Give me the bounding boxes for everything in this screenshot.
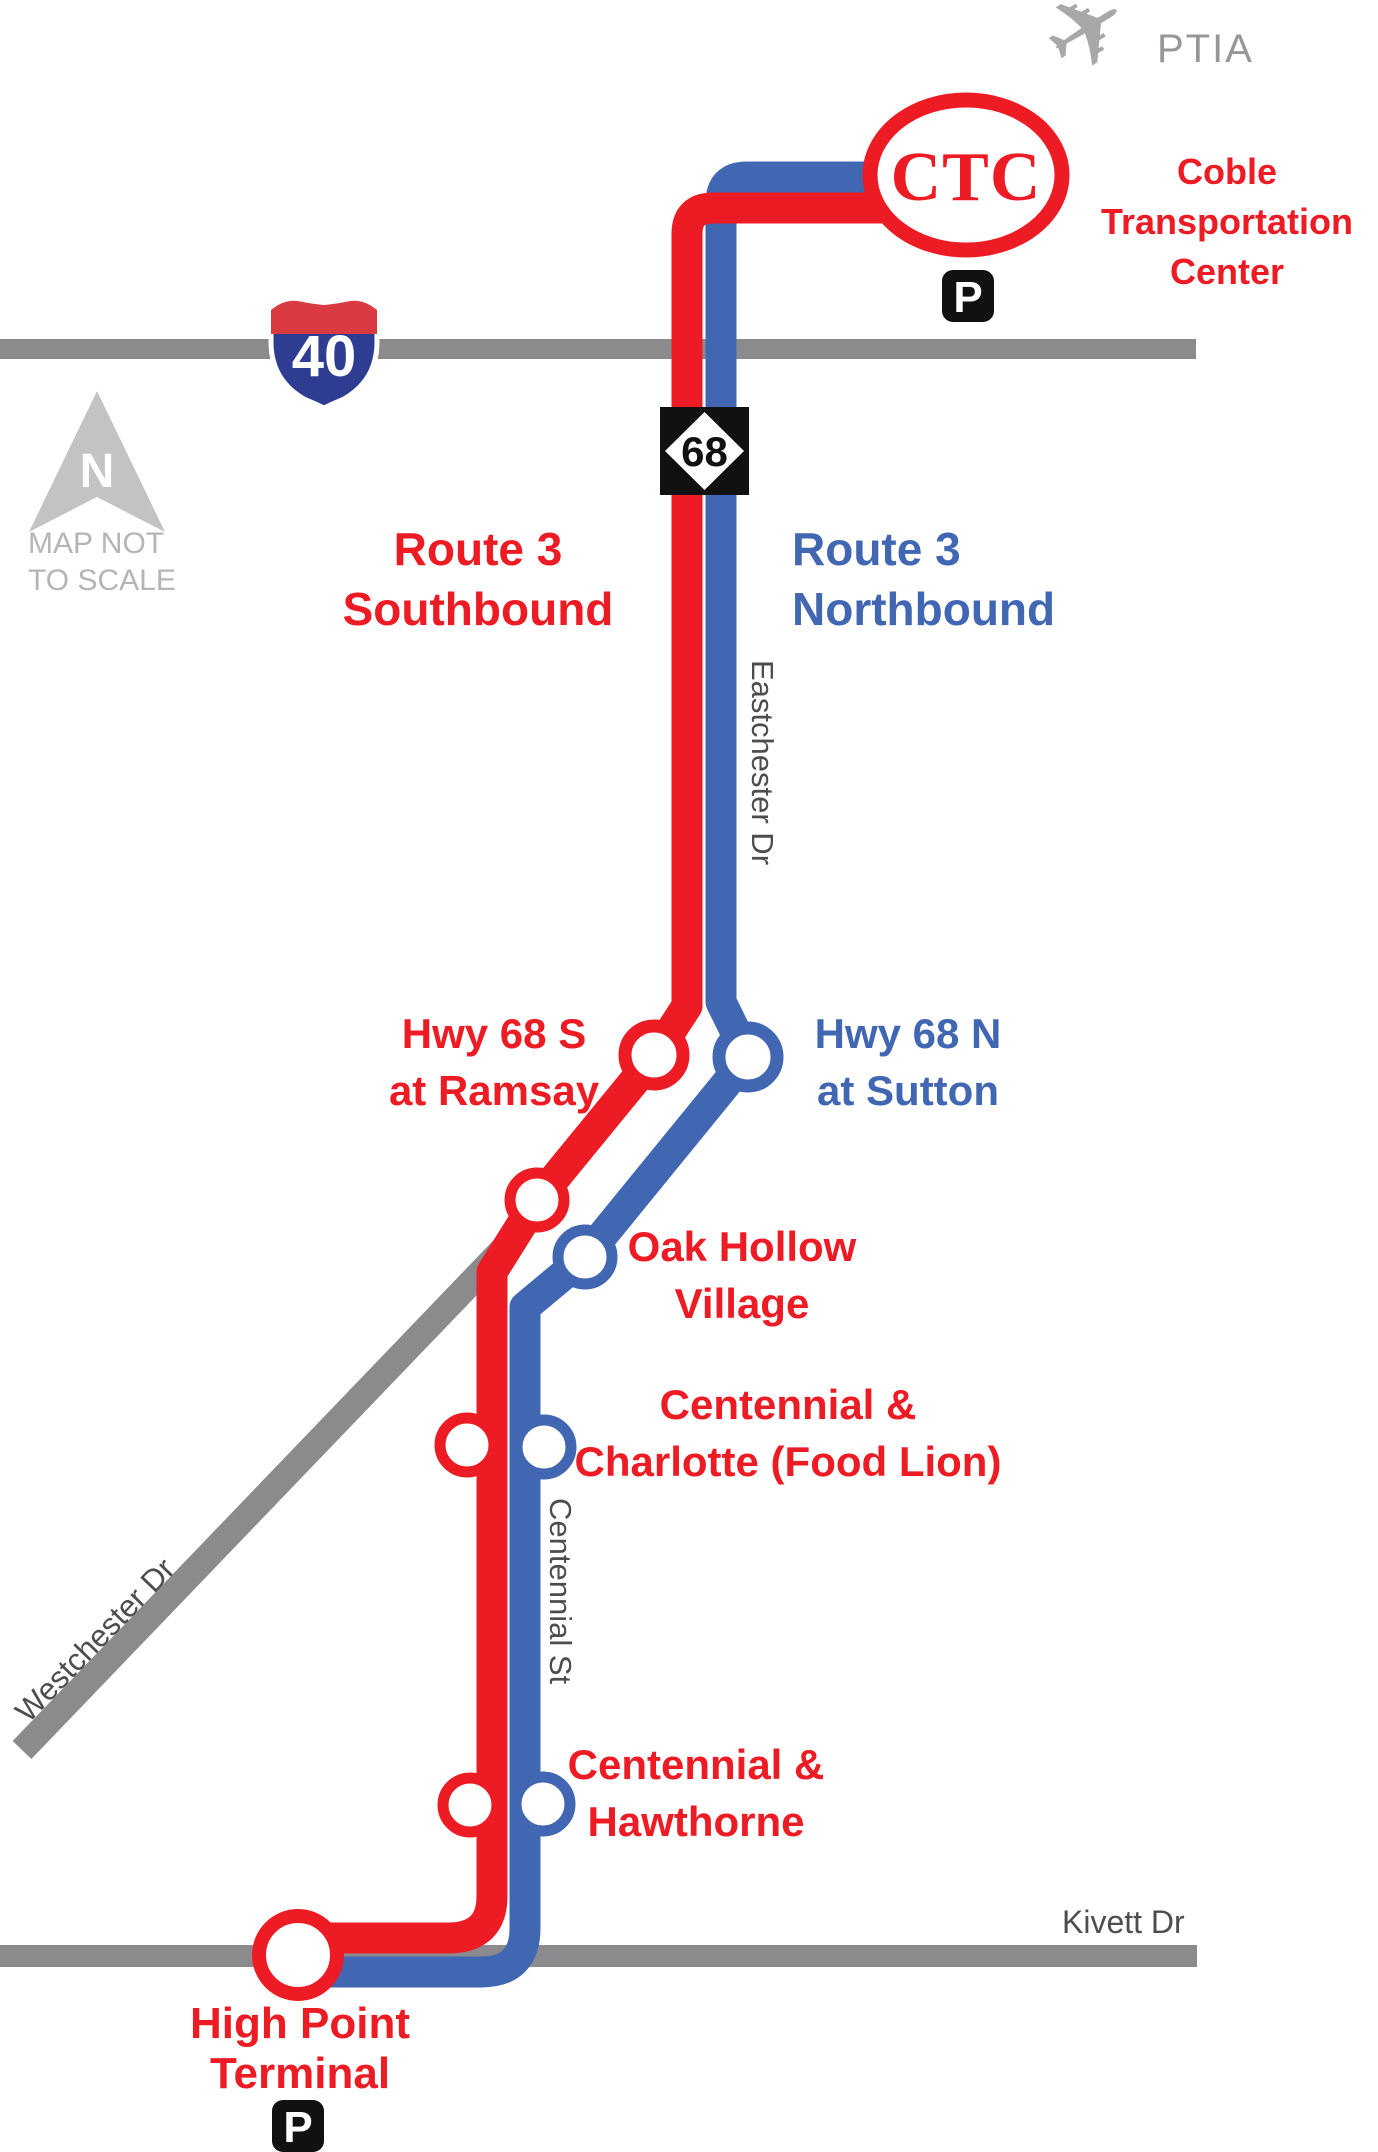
stop-marker-oak-hollow-southbound bbox=[504, 1167, 570, 1233]
route-southbound-line2: Southbound bbox=[342, 583, 614, 635]
stop-label-ctc: Coble Transportation Center bbox=[1101, 147, 1353, 297]
stop-label-hawthorne-line2: Hawthorne bbox=[587, 1798, 805, 1845]
stop-marker-high-point-terminal bbox=[252, 1909, 344, 2001]
stop-label-oak-hollow-line1: Oak Hollow bbox=[627, 1223, 857, 1270]
kivett-dr-road bbox=[0, 1945, 1197, 1967]
stop-label-ctc-line1: Coble bbox=[1176, 151, 1277, 192]
parking-icon-terminal: P bbox=[272, 2100, 324, 2152]
street-label-kivett: Kivett Dr bbox=[1062, 1904, 1185, 1940]
scale-note-line1: MAP NOT bbox=[28, 527, 165, 560]
parking-icon-ctc: P bbox=[942, 270, 994, 322]
route-northbound-line2: Northbound bbox=[792, 583, 1056, 635]
stop-marker-charlotte-southbound bbox=[434, 1412, 500, 1478]
route-northbound-line1: Route 3 bbox=[792, 523, 961, 575]
airplane-icon: ✈ bbox=[1022, 0, 1152, 101]
route-southbound-label: Route 3 Southbound bbox=[343, 519, 614, 639]
parking-icon-letter: P bbox=[283, 2103, 312, 2152]
stop-label-terminal: High Point Terminal bbox=[190, 1999, 410, 2099]
stop-label-ramsay-line2: at Ramsay bbox=[388, 1067, 600, 1114]
street-label-eastchester: Eastchester Dr bbox=[745, 660, 780, 866]
stop-label-sutton-line1: Hwy 68 N bbox=[814, 1010, 1002, 1057]
north-arrow-letter: N bbox=[80, 445, 115, 498]
route-southbound-line1: Route 3 bbox=[393, 523, 563, 575]
stop-label-charlotte-line1: Centennial & bbox=[659, 1381, 917, 1428]
nc-68-shield-diamond bbox=[665, 412, 744, 490]
ctc-abbr-text: CTC bbox=[891, 139, 1042, 216]
interstate-40-shield: 40 bbox=[268, 298, 380, 411]
stop-label-oak-hollow-line2: Village bbox=[674, 1280, 810, 1327]
stop-marker-oak-hollow-northbound bbox=[552, 1224, 618, 1290]
airport-code-label: PTIA bbox=[1157, 27, 1254, 71]
north-arrow-shape bbox=[29, 391, 165, 532]
stop-label-terminal-line1: High Point bbox=[190, 1999, 410, 2048]
stop-label-sutton-line2: at Sutton bbox=[817, 1067, 999, 1114]
stop-label-hawthorne: Centennial & Hawthorne bbox=[568, 1736, 825, 1850]
ctc-badge: CTC bbox=[862, 92, 1070, 258]
stop-label-ramsay-line1: Hwy 68 S bbox=[401, 1010, 587, 1057]
stop-marker-hawthorne-southbound bbox=[437, 1772, 503, 1838]
scale-note-line2: TO SCALE bbox=[28, 564, 176, 597]
stop-label-sutton: Hwy 68 N at Sutton bbox=[815, 1005, 1002, 1119]
nc-68-number: 68 bbox=[681, 428, 728, 475]
westchester-dr-road bbox=[12, 1237, 515, 1760]
stop-label-ramsay: Hwy 68 S at Ramsay bbox=[389, 1005, 599, 1119]
stop-marker-charlotte-northbound bbox=[511, 1414, 577, 1480]
street-label-centennial: Centennial St bbox=[543, 1498, 578, 1685]
stop-marker-hawthorne-northbound bbox=[510, 1771, 576, 1837]
stop-label-charlotte-line2: Charlotte (Food Lion) bbox=[574, 1438, 1002, 1485]
interstate-40-number: 40 bbox=[292, 324, 357, 389]
interstate-40-road bbox=[0, 339, 1196, 359]
stop-label-ctc-line2: Transportation bbox=[1100, 201, 1354, 242]
stop-label-oak-hollow: Oak Hollow Village bbox=[628, 1218, 857, 1332]
shield-crown bbox=[271, 300, 377, 334]
route-northbound-label: Route 3 Northbound bbox=[792, 519, 1055, 639]
nc-68-shield: 68 bbox=[660, 407, 749, 495]
stop-marker-hwy68s-ramsay bbox=[618, 1019, 690, 1091]
stop-label-ctc-line3: Center bbox=[1169, 251, 1285, 292]
stop-marker-hwy68n-sutton bbox=[712, 1021, 784, 1093]
stop-label-hawthorne-line1: Centennial & bbox=[567, 1741, 825, 1788]
north-arrow-icon: N bbox=[29, 391, 165, 532]
parking-icon-box bbox=[272, 2100, 324, 2152]
stop-label-charlotte: Centennial & Charlotte (Food Lion) bbox=[575, 1376, 1002, 1490]
map-not-to-scale-note: MAP NOT TO SCALE bbox=[28, 525, 176, 599]
stop-label-terminal-line2: Terminal bbox=[209, 2049, 391, 2098]
ctc-oval bbox=[862, 92, 1070, 258]
parking-icon-box bbox=[942, 270, 994, 322]
parking-icon-letter: P bbox=[953, 273, 982, 322]
